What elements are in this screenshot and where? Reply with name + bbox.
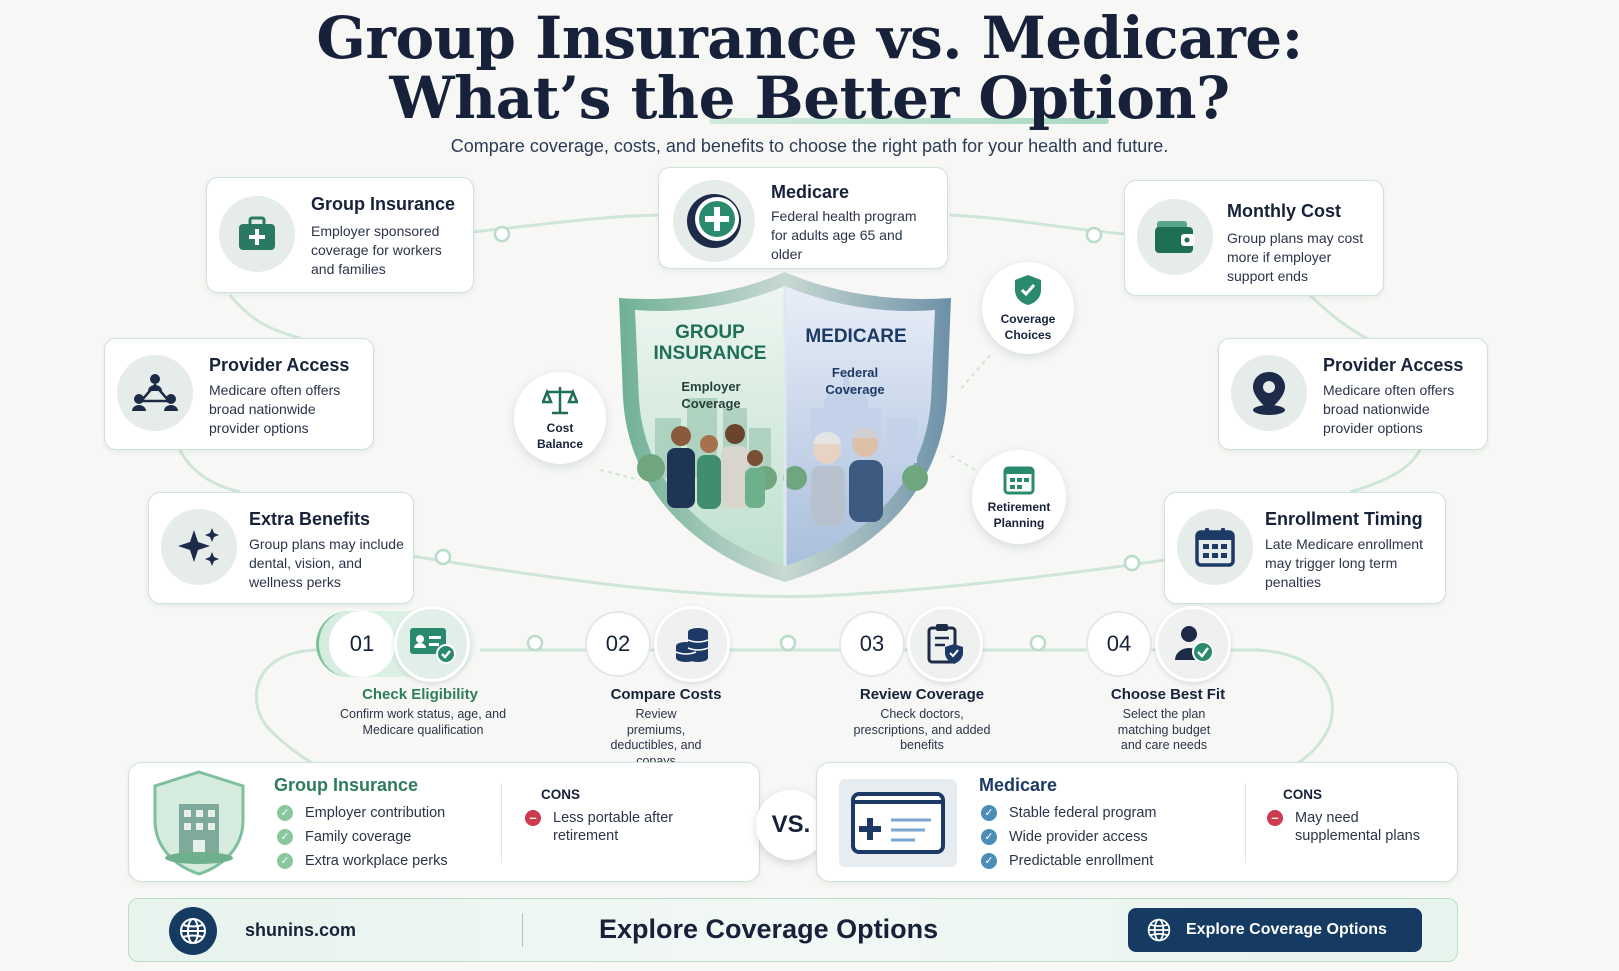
vs-label: VS. xyxy=(771,811,811,838)
panel-title: Medicare xyxy=(979,775,1058,795)
comparison-shield: GROUP INSURANCE Employer Coverage MEDICA… xyxy=(615,268,955,586)
card-title: Extra Benefits xyxy=(249,509,371,529)
panel-group-insurance: Group Insurance Employer contribution Fa… xyxy=(128,762,760,882)
step-desc: Confirm work status, age, and Medicare q… xyxy=(339,707,507,737)
calendar-icon xyxy=(1177,509,1253,585)
footer-headline: Explore Coverage Options xyxy=(599,914,939,944)
coin-stack-icon xyxy=(654,606,730,682)
shield-right-sub: Federal Coverage xyxy=(825,365,885,397)
card-title: Monthly Cost xyxy=(1227,201,1341,221)
page-title: Group Insurance vs. Medicare: What’s the… xyxy=(0,8,1619,128)
step-title: Check Eligibility xyxy=(362,686,478,703)
step-desc: Check doctors, prescriptions, and added … xyxy=(853,707,991,752)
con-item: May need supplemental plans xyxy=(1267,809,1437,845)
shield-check-icon xyxy=(1015,275,1041,305)
building-shield-icon xyxy=(153,770,245,876)
step-title: Choose Best Fit xyxy=(1110,686,1226,703)
title-line-1: Group Insurance vs. Medicare: xyxy=(316,4,1303,72)
pro-item: Family coverage xyxy=(277,829,411,845)
pro-item: Employer contribution xyxy=(277,805,445,821)
calendar-icon xyxy=(1003,466,1035,495)
site-link[interactable]: shunins.com xyxy=(245,920,357,940)
id-card-check-icon xyxy=(394,606,470,682)
shield-graphic xyxy=(619,272,951,582)
clipboard-shield-icon xyxy=(907,606,983,682)
bubble-label: Cost Balance xyxy=(536,421,584,451)
step-desc: Select the plan matching budget and care… xyxy=(1117,707,1211,752)
step-title: Compare Costs xyxy=(610,686,722,703)
card-provider-access-right: Provider Access Medicare often offers br… xyxy=(1218,338,1488,450)
medical-cross-icon xyxy=(673,180,755,262)
title-line-2: What’s the Better Option? xyxy=(389,68,1230,128)
medicare-card-icon xyxy=(839,779,957,867)
card-desc: Group plans may cost more if employer su… xyxy=(1227,230,1364,284)
card-provider-access-left: Provider Access Medicare often offers br… xyxy=(104,338,374,450)
card-medicare: Medicare Federal health program for adul… xyxy=(658,167,948,269)
card-desc: Group plans may include dental, vision, … xyxy=(249,536,404,590)
explore-coverage-button[interactable]: Explore Coverage Options xyxy=(1128,908,1422,952)
location-pin-icon xyxy=(1231,355,1307,431)
user-check-icon xyxy=(1155,606,1231,682)
network-people-icon xyxy=(117,355,193,431)
card-extra-benefits: Extra Benefits Group plans may include d… xyxy=(148,492,414,604)
bubble-label: Retirement Planning xyxy=(987,500,1051,530)
wallet-icon xyxy=(1137,199,1213,275)
card-desc: Medicare often offers broad nationwide p… xyxy=(1323,382,1455,436)
vs-badge: VS. xyxy=(756,790,826,860)
card-title: Group Insurance xyxy=(311,194,456,214)
cons-label: CONS xyxy=(541,787,581,802)
page-subtitle: Compare coverage, costs, and benefits to… xyxy=(450,136,1169,156)
card-monthly-cost: Monthly Cost Group plans may cost more i… xyxy=(1124,180,1384,296)
panel-medicare: Medicare Stable federal program Wide pro… xyxy=(816,762,1458,882)
pro-item: Stable federal program xyxy=(981,805,1157,821)
card-title: Provider Access xyxy=(1323,355,1464,375)
shield-left-sub: Employer Coverage xyxy=(681,379,741,411)
pro-item: Wide provider access xyxy=(981,829,1148,845)
bubble-coverage-choices: Coverage Choices xyxy=(982,262,1074,354)
footer-divider xyxy=(522,913,523,947)
step-number: 04 xyxy=(1086,611,1152,677)
shield-right-title: MEDICARE xyxy=(805,326,907,347)
card-title: Enrollment Timing xyxy=(1265,509,1423,529)
card-desc: Federal health program for adults age 65… xyxy=(771,208,917,262)
cons-label: CONS xyxy=(1283,787,1323,802)
step-title: Review Coverage xyxy=(859,686,985,703)
globe-icon xyxy=(1147,918,1171,942)
bubble-cost-balance: Cost Balance xyxy=(514,372,606,464)
panel-divider xyxy=(501,783,502,863)
card-title: Medicare xyxy=(771,182,850,202)
card-group-insurance: Group Insurance Employer sponsored cover… xyxy=(206,177,474,293)
card-desc: Medicare often offers broad nationwide p… xyxy=(209,382,341,436)
con-item: Less portable after retirement xyxy=(525,809,705,845)
panel-title: Group Insurance xyxy=(274,775,419,795)
title-line-2-text: What’s the Better Option? xyxy=(389,64,1230,132)
card-desc: Late Medicare enrollment may trigger lon… xyxy=(1265,536,1423,590)
globe-icon xyxy=(169,907,217,955)
bubble-label: Coverage Choices xyxy=(1000,312,1056,342)
pro-item: Extra workplace perks xyxy=(277,853,448,869)
explore-coverage-button-label: Explore Coverage Options xyxy=(1186,921,1387,938)
step-desc: Review premiums, deductibles, and copays xyxy=(610,707,702,768)
pro-item: Predictable enrollment xyxy=(981,853,1153,869)
card-title: Provider Access xyxy=(209,355,350,375)
card-enrollment-timing: Enrollment Timing Late Medicare enrollme… xyxy=(1164,492,1446,604)
card-desc: Employer sponsored coverage for workers … xyxy=(311,223,442,277)
medical-briefcase-icon xyxy=(219,196,295,272)
step-number: 02 xyxy=(585,611,651,677)
bubble-retirement-planning: Retirement Planning xyxy=(972,450,1066,544)
balance-scale-icon xyxy=(542,387,578,415)
sparkle-icon xyxy=(161,509,237,585)
step-number: 03 xyxy=(839,611,905,677)
shield-left-title: GROUP INSURANCE xyxy=(653,322,767,364)
panel-divider xyxy=(1245,783,1246,863)
step-number: 01 xyxy=(329,611,395,677)
